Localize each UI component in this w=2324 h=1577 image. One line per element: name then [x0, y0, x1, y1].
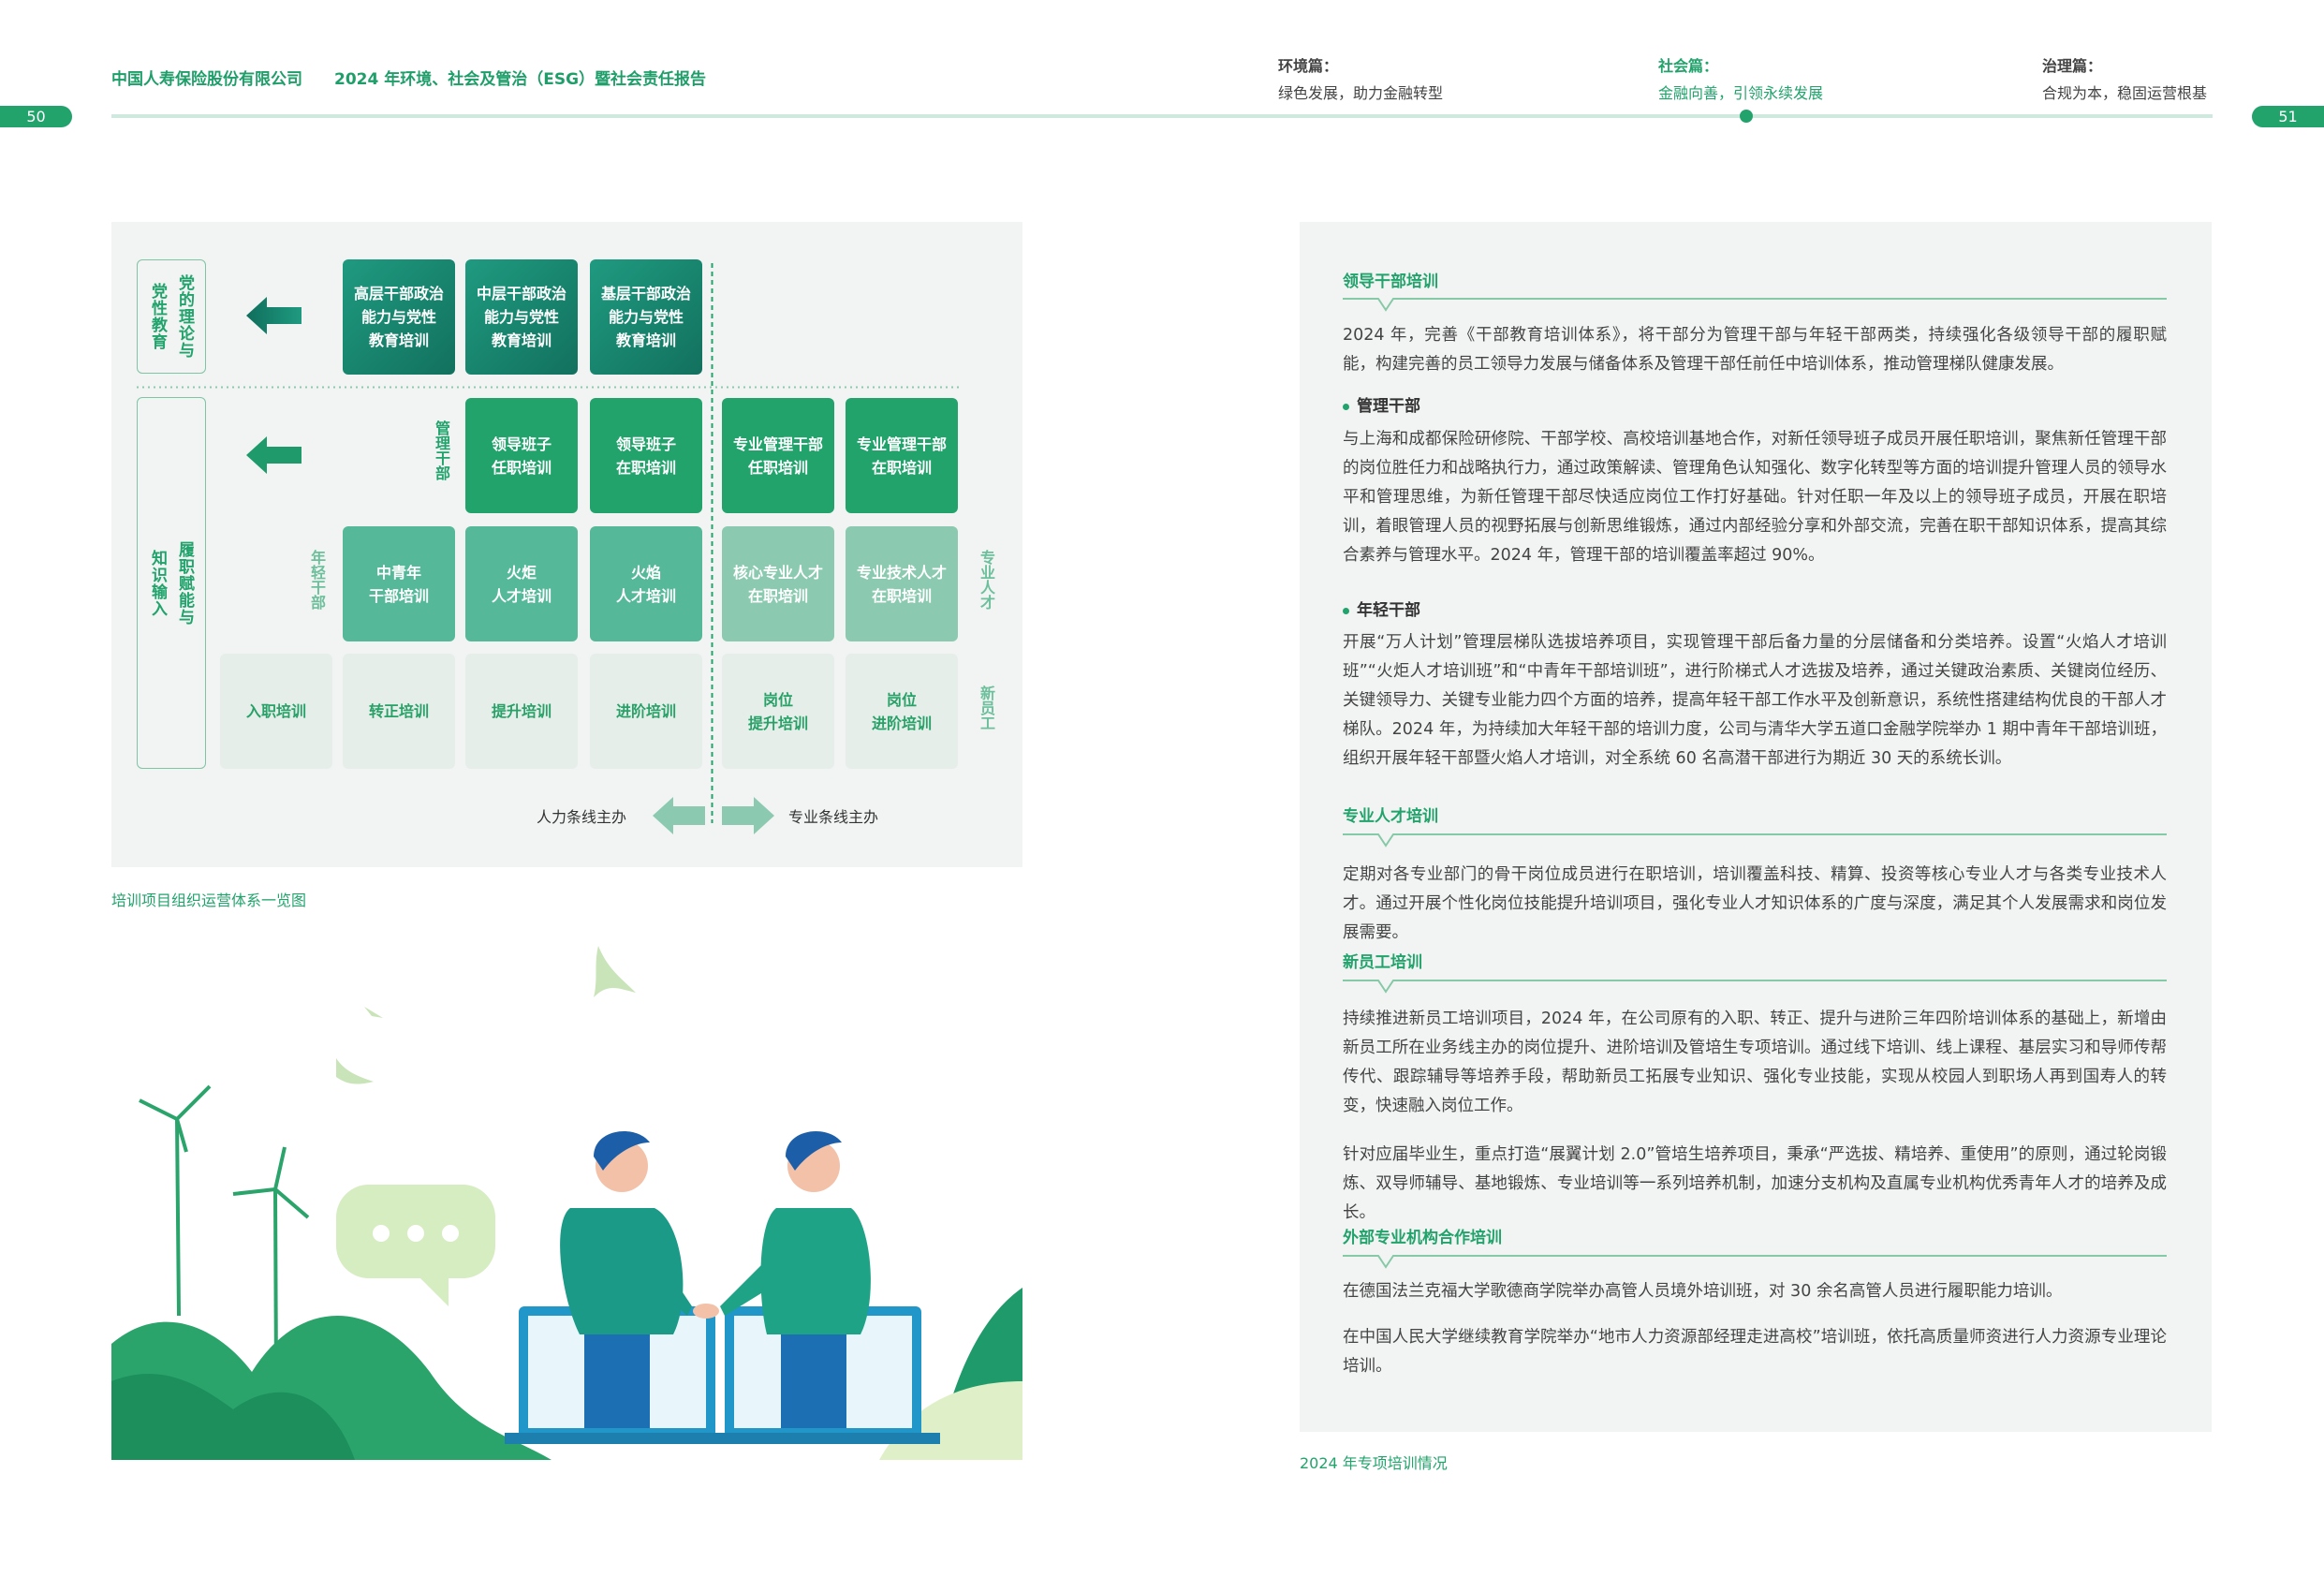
card: 岗位 提升培训	[722, 654, 834, 769]
paragraph: 针对应届毕业生，重点打造“展翼计划 2.0”管培生培养项目，秉承“严选拔、精培养…	[1343, 1145, 2167, 1222]
page-number-right: 51	[2252, 106, 2324, 127]
arrow-left-icon	[246, 436, 302, 474]
card: 中青年 干部培训	[343, 526, 455, 641]
arrow-right-icon	[722, 797, 774, 834]
paragraph: 持续推进新员工培训项目，2024 年，在公司原有的入职、转正、提升与进阶三年四阶…	[1343, 1010, 2167, 1115]
special-training-panel: 领导干部培训 2024 年，完善《干部教育培训体系》，将干部分为管理干部与年轻干…	[1300, 222, 2212, 1432]
nav-social[interactable]: 社会篇： 金融向善，引领永续发展	[1658, 52, 1823, 107]
side-label: 党的理论与	[175, 274, 194, 359]
professional-line-label: 专业条线主办	[788, 808, 879, 826]
person-left-icon	[560, 1131, 692, 1428]
horizontal-dotted-divider	[137, 386, 959, 389]
card: 火焰 人才培训	[590, 526, 702, 641]
knowledge-input-box: 履职赋能与知识输入	[137, 397, 206, 769]
panel-caption: 2024 年专项培训情况	[1300, 1454, 1448, 1472]
paragraph: 2024 年，完善《干部教育培训体系》，将干部分为管理干部与年轻干部两类，持续强…	[1343, 326, 2167, 374]
section-title-external: 外部专业机构合作培训	[1343, 1229, 1502, 1247]
wind-turbine-icon	[139, 1084, 310, 1382]
party-education-box: 党的理论与党性教育	[137, 259, 206, 374]
card: 火炬 人才培训	[465, 526, 578, 641]
card: 核心专业人才 在职培训	[722, 526, 834, 641]
subsection-management-cadre: 管理干部	[1343, 392, 1420, 416]
nav-governance[interactable]: 治理篇： 合规为本，稳固运营根基	[2042, 52, 2207, 107]
card: 领导班子 任职培训	[465, 398, 578, 513]
card: 提升培训	[465, 654, 578, 769]
card: 专业管理干部 在职培训	[846, 398, 958, 513]
side-label: 履职赋能与	[175, 540, 194, 626]
card-grassroots-cadre: 基层干部政治 能力与党性 教育培训	[590, 259, 702, 375]
arrow-left-icon	[653, 797, 705, 834]
row-label-young: 年轻干部	[308, 550, 326, 610]
row-label-management: 管理干部	[433, 420, 450, 480]
nav-title: 环境篇：	[1278, 57, 1339, 75]
card: 专业技术人才 在职培训	[846, 526, 958, 641]
bird-icon	[336, 946, 636, 1084]
person-right-icon	[693, 1131, 871, 1428]
speech-bubble-icon	[336, 1185, 495, 1306]
company-name: 中国人寿保险股份有限公司	[111, 70, 302, 89]
handshake-illustration	[111, 946, 1022, 1460]
row-label-new-staff: 新员工	[978, 685, 995, 730]
laptop-icon	[505, 1306, 940, 1444]
paragraph: 在德国法兰克福大学歌德商学院举办高管人员境外培训班，对 30 余名高管人员进行履…	[1343, 1282, 2063, 1301]
card: 岗位 进阶培训	[846, 654, 958, 769]
nav-title: 治理篇：	[2042, 57, 2103, 75]
diagram-caption: 培训项目组织运营体系一览图	[111, 892, 307, 909]
section-title-leadership: 领导干部培训	[1343, 273, 1438, 291]
section-divider	[1343, 833, 2167, 847]
row-label-professional: 专业人才	[978, 550, 995, 610]
section-divider	[1343, 298, 2167, 312]
card: 转正培训	[343, 654, 455, 769]
card: 专业管理干部 任职培训	[722, 398, 834, 513]
header-divider	[111, 114, 2213, 118]
hr-line-label: 人力条线主办	[537, 808, 627, 826]
side-label: 知识输入	[148, 549, 167, 617]
card-senior-cadre: 高层干部政治 能力与党性 教育培训	[343, 259, 455, 375]
nav-sub: 绿色发展，助力金融转型	[1278, 84, 1444, 102]
nav-sub: 金融向善，引领永续发展	[1658, 84, 1824, 102]
paragraph: 开展“万人计划”管理层梯队选拔培养项目，实现管理干部后备力量的分层储备和分类培养…	[1343, 633, 2167, 768]
paragraph: 定期对各专业部门的骨干岗位成员进行在职培训，培训覆盖科技、精算、投资等核心专业人…	[1343, 865, 2167, 942]
side-label: 党性教育	[148, 283, 167, 350]
card: 领导班子 在职培训	[590, 398, 702, 513]
card-middle-cadre: 中层干部政治 能力与党性 教育培训	[465, 259, 578, 375]
paragraph: 与上海和成都保险研修院、干部学校、高校培训基地合作，对新任领导班子成员开展任职培…	[1343, 430, 2167, 565]
section-title-new-staff: 新员工培训	[1343, 953, 1422, 972]
section-title-professional: 专业人才培训	[1343, 807, 1438, 826]
page-number-left: 50	[0, 106, 72, 127]
nav-sub: 合规为本，稳固运营根基	[2042, 84, 2208, 102]
section-divider	[1343, 980, 2167, 994]
vertical-dotted-divider	[711, 263, 713, 823]
paragraph: 在中国人民大学继续教育学院举办“地市人力资源部经理走进高校”培训班，依托高质量师…	[1343, 1328, 2167, 1376]
active-section-dot	[1740, 110, 1753, 123]
card: 入职培训	[220, 654, 332, 769]
nav-title: 社会篇：	[1658, 57, 1719, 75]
card: 进阶培训	[590, 654, 702, 769]
subsection-young-cadre: 年轻干部	[1343, 597, 1420, 620]
training-system-diagram: 党的理论与党性教育 履职赋能与知识输入 高层干部政治 能力与党性 教育培训 中层…	[111, 222, 1022, 867]
arrow-left-icon	[246, 297, 302, 334]
section-divider	[1343, 1255, 2167, 1269]
nav-environment[interactable]: 环境篇： 绿色发展，助力金融转型	[1278, 52, 1443, 107]
report-title: 2024 年环境、社会及管治（ESG）暨社会责任报告	[334, 70, 707, 89]
